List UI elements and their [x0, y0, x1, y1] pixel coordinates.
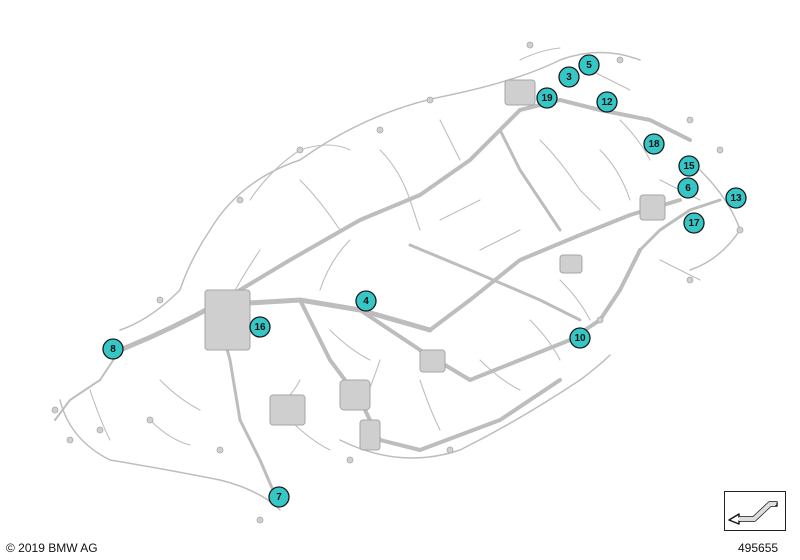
callout-5[interactable]: 5: [578, 54, 600, 76]
callout-circle[interactable]: [569, 327, 591, 349]
callout-circle[interactable]: [725, 187, 747, 209]
callout-6[interactable]: 6: [677, 177, 699, 199]
navigation-arrow-button[interactable]: [724, 491, 786, 531]
callout-12[interactable]: 12: [596, 91, 618, 113]
callout-circle[interactable]: [578, 54, 600, 76]
wiring-harness: [51, 41, 744, 524]
callout-circle[interactable]: [102, 338, 124, 360]
callout-circle[interactable]: [249, 316, 271, 338]
image-number: 495655: [738, 541, 779, 555]
callout-circle[interactable]: [536, 87, 558, 109]
callout-16[interactable]: 16: [249, 316, 271, 338]
callout-18[interactable]: 18: [643, 133, 665, 155]
callout-circle[interactable]: [355, 290, 377, 312]
callout-circle[interactable]: [558, 66, 580, 88]
callout-markers: 3 4 5 6 7 8 10 12 13 15 16 17 18 19: [102, 54, 747, 508]
callout-8[interactable]: 8: [102, 338, 124, 360]
copyright-notice: © 2019 BMW AG: [6, 541, 98, 555]
callout-13[interactable]: 13: [725, 187, 747, 209]
callout-10[interactable]: 10: [569, 327, 591, 349]
callout-circle[interactable]: [596, 91, 618, 113]
arrow-icon: [728, 501, 778, 525]
callout-circle[interactable]: [677, 177, 699, 199]
callout-circle[interactable]: [678, 155, 700, 177]
callout-3[interactable]: 3: [558, 66, 580, 88]
callout-7[interactable]: 7: [268, 486, 290, 508]
callout-circle[interactable]: [643, 133, 665, 155]
callout-circle[interactable]: [268, 486, 290, 508]
callout-19[interactable]: 19: [536, 87, 558, 109]
callout-circle[interactable]: [683, 212, 705, 234]
callout-15[interactable]: 15: [678, 155, 700, 177]
callout-17[interactable]: 17: [683, 212, 705, 234]
callout-4[interactable]: 4: [355, 290, 377, 312]
